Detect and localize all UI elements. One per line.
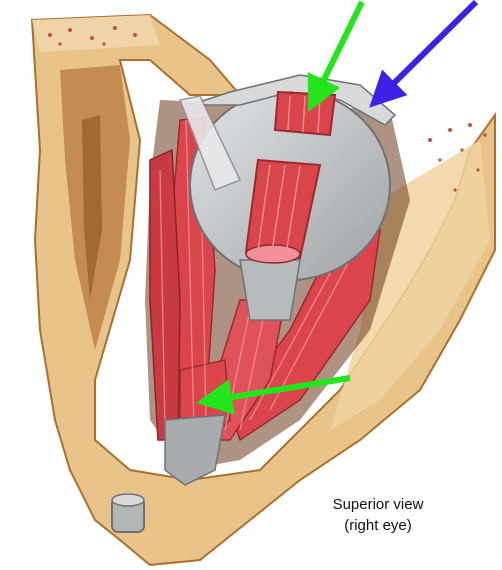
caption-line-1: Superior view [332,496,424,513]
annulus-of-zinn [164,414,226,486]
superior-rectus-muscle [244,158,322,264]
bone-marrow-dots [48,26,487,192]
optic-nerve-stump [111,493,145,533]
trochlea-region [189,74,397,126]
arrow-green-top [307,0,365,113]
orbital-bone [30,13,496,567]
arrow-blue [369,0,479,108]
figure-caption: Superior view (right eye) [318,494,438,536]
caption-line-2: (right eye) [344,517,412,534]
arrow-green-bottom [196,375,351,415]
annotation-arrows [196,0,479,415]
